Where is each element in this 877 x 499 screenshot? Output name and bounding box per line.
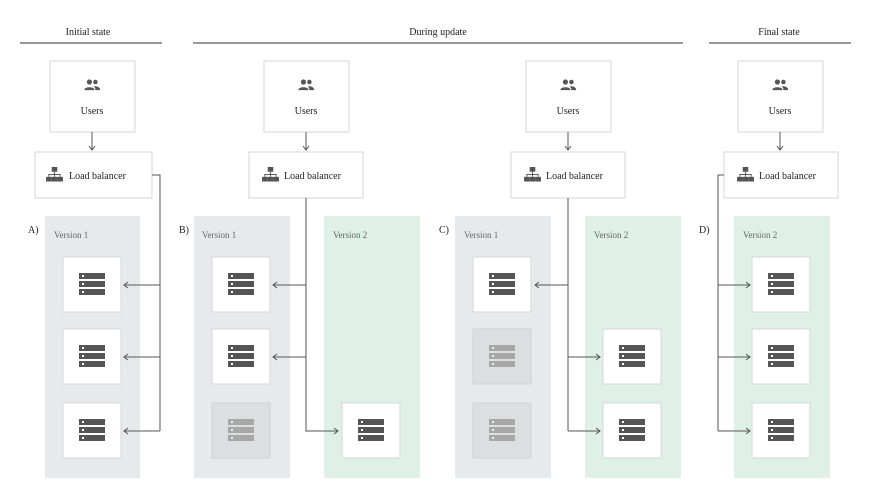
server-box — [211, 256, 271, 313]
server-box — [211, 328, 271, 385]
section-title-during: During update — [409, 27, 467, 38]
load-balancer-label: Load balancer — [69, 171, 127, 182]
users-label: Users — [557, 106, 580, 117]
server-box — [62, 402, 122, 459]
load-balancer-node-a: Load balancer — [34, 151, 153, 199]
routing-b — [272, 198, 339, 435]
routing-c — [534, 198, 601, 435]
arrow-users-to-lb-c — [564, 132, 572, 151]
routing-d — [717, 174, 751, 435]
server-icon — [768, 419, 794, 441]
server-icon — [79, 419, 105, 441]
users-label: Users — [81, 106, 104, 117]
server-box-retired — [472, 402, 532, 459]
zone-label-version-2-c: Version 2 — [594, 230, 628, 240]
zone-label-version-1-c: Version 1 — [464, 230, 498, 240]
panel-letter-c: C) — [439, 225, 449, 236]
load-balancer-node-c: Load balancer — [510, 151, 626, 199]
panel-letter-a: A) — [28, 225, 39, 236]
server-box-retired — [211, 402, 271, 459]
users-node-a: Users — [49, 60, 136, 133]
server-icon — [228, 273, 254, 295]
server-box-retired — [472, 328, 532, 385]
server-icon — [358, 419, 384, 441]
server-icon — [228, 345, 254, 367]
server-box — [602, 328, 662, 385]
routing-a — [123, 174, 161, 435]
users-node-b: Users — [263, 60, 350, 133]
load-balancer-label: Load balancer — [759, 171, 817, 182]
users-node-d: Users — [737, 60, 824, 133]
load-balancer-node-b: Load balancer — [248, 151, 364, 199]
server-icon — [489, 419, 515, 441]
panel-letter-b: B) — [179, 225, 189, 236]
zone-label-version-1-a: Version 1 — [54, 230, 88, 240]
server-box — [751, 402, 811, 459]
server-box — [62, 256, 122, 313]
panel-letter-d: D) — [699, 225, 710, 236]
server-icon — [79, 345, 105, 367]
server-icon — [79, 273, 105, 295]
server-nodes — [62, 256, 811, 459]
users-label: Users — [295, 106, 318, 117]
server-box — [751, 256, 811, 313]
zone-label-version-1-b: Version 1 — [202, 230, 236, 240]
section-title-initial: Initial state — [66, 27, 111, 38]
server-icon — [228, 419, 254, 441]
server-box — [602, 402, 662, 459]
server-box — [751, 328, 811, 385]
arrow-users-to-lb-b — [302, 132, 310, 151]
server-icon — [619, 345, 645, 367]
zone-label-version-2-b: Version 2 — [333, 230, 367, 240]
server-icon — [768, 345, 794, 367]
users-label: Users — [769, 106, 792, 117]
load-balancer-node-d: Load balancer — [723, 151, 839, 199]
load-balancer-label: Load balancer — [546, 171, 604, 182]
users-node-c: Users — [525, 60, 612, 133]
server-box — [472, 256, 532, 313]
arrow-users-to-lb-d — [776, 132, 784, 151]
server-icon — [619, 419, 645, 441]
zone-label-version-2-d: Version 2 — [743, 230, 777, 240]
server-box — [62, 328, 122, 385]
server-icon — [768, 273, 794, 295]
load-balancer-label: Load balancer — [284, 171, 342, 182]
server-icon — [489, 345, 515, 367]
server-box — [341, 402, 401, 459]
section-title-final: Final state — [758, 27, 800, 38]
arrow-users-to-lb-a — [88, 132, 96, 151]
server-icon — [489, 273, 515, 295]
